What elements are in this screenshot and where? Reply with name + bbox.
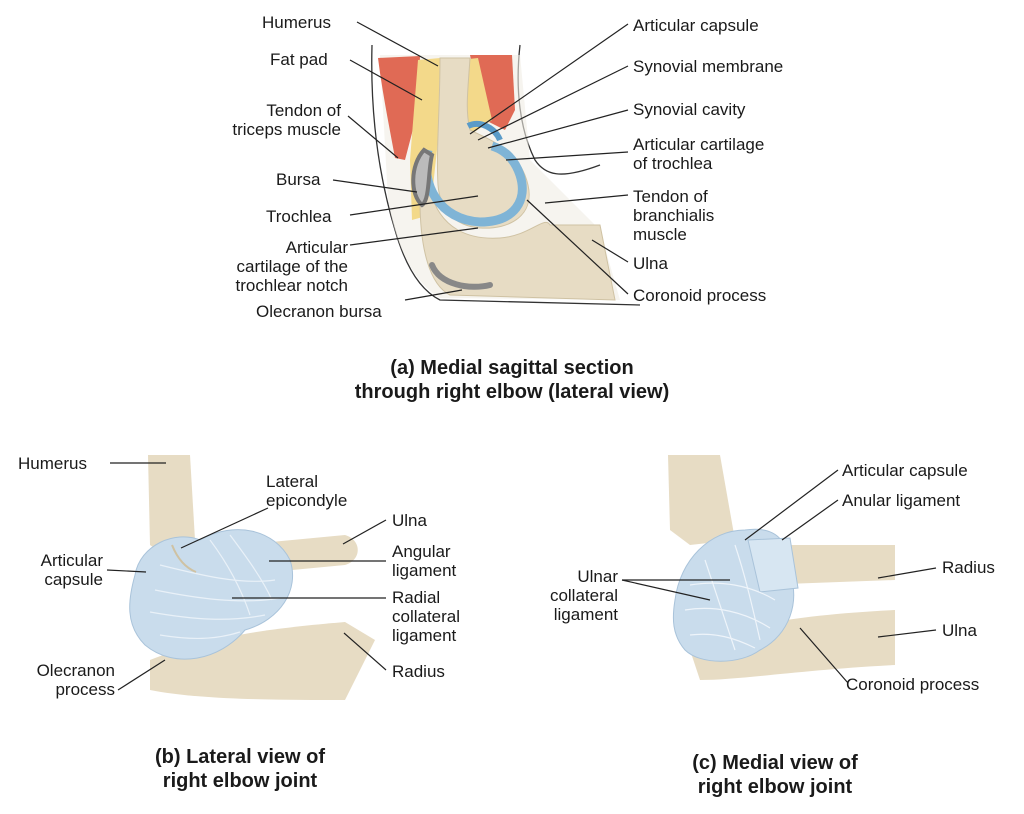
label-synovial-cavity: Synovial cavity bbox=[633, 100, 746, 119]
label-olecranon-bursa: Olecranon bursa bbox=[256, 302, 382, 321]
label-olecranon-process: Olecranon process bbox=[36, 661, 115, 699]
panel-c-illustration bbox=[668, 455, 895, 680]
lateral-epicondyle-bump bbox=[171, 544, 197, 573]
label-ulna-b: Ulna bbox=[392, 511, 427, 530]
label-anular-ligament: Anular ligament bbox=[842, 491, 961, 510]
label-coronoid-process-c: Coronoid process bbox=[846, 675, 980, 694]
label-ulna-c: Ulna bbox=[942, 621, 977, 640]
label-synovial-membrane: Synovial membrane bbox=[633, 57, 784, 76]
label-ulnar-collateral: Ulnar collateral ligament bbox=[549, 567, 618, 624]
humerus-bone-b bbox=[148, 455, 195, 560]
label-cartilage-notch: Articular cartilage of the trochlear not… bbox=[235, 238, 348, 295]
ligament-fibers-c bbox=[684, 544, 776, 651]
label-bursa: Bursa bbox=[276, 170, 321, 189]
ulna-bone-c bbox=[690, 610, 895, 680]
caption-a: (a) Medial sagittal section through righ… bbox=[354, 357, 670, 403]
label-radial-collateral: Radial collateral ligament bbox=[392, 588, 461, 645]
label-fat-pad: Fat pad bbox=[270, 50, 328, 69]
caption-b: (b) Lateral view of right elbow joint bbox=[154, 746, 326, 792]
capsule-b bbox=[129, 529, 294, 660]
panel-a-illustration bbox=[371, 44, 641, 306]
label-coronoid-process-a: Coronoid process bbox=[633, 286, 767, 305]
label-articular-capsule-c: Articular capsule bbox=[842, 461, 968, 480]
label-humerus-a: Humerus bbox=[262, 13, 331, 32]
label-lateral-epicondyle: Lateral epicondyle bbox=[266, 472, 348, 510]
label-ulna-a: Ulna bbox=[633, 254, 668, 273]
panel-c-leader-lines bbox=[621, 469, 937, 684]
label-articular-capsule-a: Articular capsule bbox=[633, 16, 759, 35]
label-tendon-triceps: Tendon of triceps muscle bbox=[232, 101, 341, 139]
panel-b-illustration bbox=[129, 455, 375, 700]
label-tendon-branchialis: Tendon of branchialis muscle bbox=[633, 187, 715, 244]
panel-a-leader-lines bbox=[332, 21, 629, 301]
anular-band-c bbox=[747, 537, 799, 593]
ligament-fibers-b bbox=[149, 534, 281, 640]
label-articular-capsule-b: Articular capsule bbox=[40, 551, 103, 589]
panel-b-leader-lines bbox=[106, 462, 387, 691]
humerus-bone-c bbox=[668, 455, 735, 545]
label-angular-ligament: Angular ligament bbox=[392, 542, 457, 580]
label-cartilage-trochlea: Articular cartilage of trochlea bbox=[633, 135, 765, 173]
olecranon-bursa-shape bbox=[429, 262, 493, 290]
label-radius-c: Radius bbox=[942, 558, 995, 577]
label-humerus-b: Humerus bbox=[18, 454, 87, 473]
synovial-cavity-shape bbox=[466, 120, 503, 142]
caption-c: (c) Medial view of right elbow joint bbox=[692, 752, 858, 798]
bursa-shape bbox=[411, 147, 435, 208]
label-trochlea: Trochlea bbox=[266, 207, 332, 226]
label-radius-b: Radius bbox=[392, 662, 445, 681]
radius-bone-b bbox=[150, 622, 375, 700]
